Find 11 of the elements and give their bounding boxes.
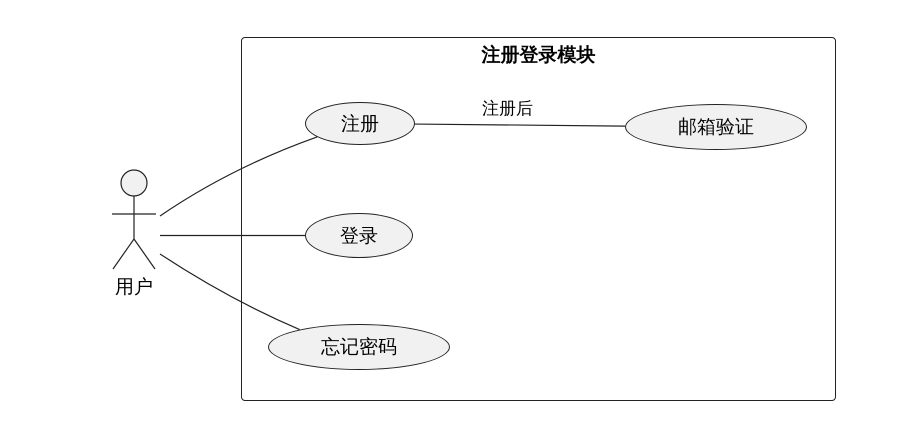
association-line	[160, 136, 318, 216]
use-case-ellipse: 忘记密码	[268, 324, 450, 370]
system-boundary	[241, 37, 836, 401]
use-case-ellipse: 邮箱验证	[625, 104, 807, 150]
boundary-title: 注册登录模块	[480, 43, 596, 68]
use-case-ellipse: 注册	[305, 102, 415, 145]
use-case-ellipse: 登录	[305, 213, 413, 258]
actor-label: 用户	[114, 275, 154, 300]
association-line	[414, 123, 626, 127]
association-line	[160, 254, 300, 330]
association-line	[160, 234, 305, 236]
